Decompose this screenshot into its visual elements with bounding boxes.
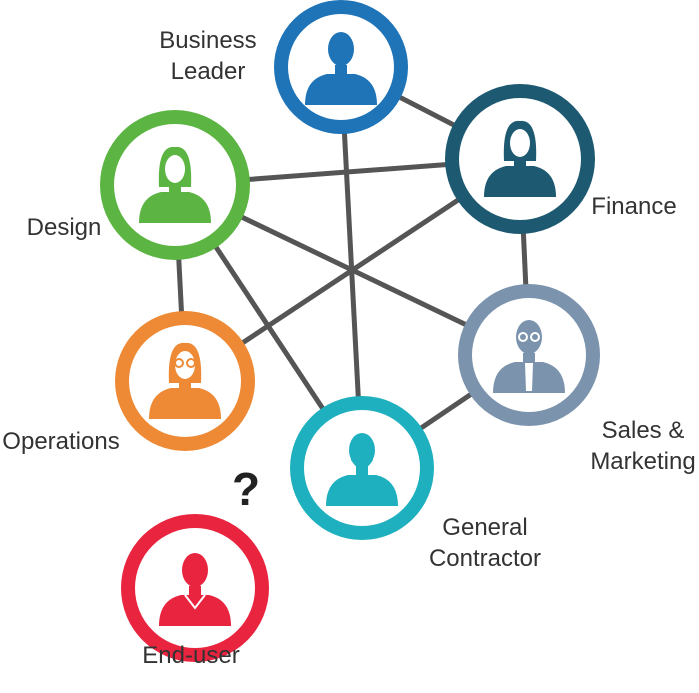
- node-general-contractor: [290, 396, 434, 540]
- label-line: End-user: [142, 642, 239, 669]
- label-end-user: End-user: [142, 642, 239, 669]
- node-sales-marketing: [458, 284, 600, 426]
- man-tie-glasses-icon: [493, 320, 565, 393]
- node-business-leader: [274, 0, 408, 134]
- woman-icon: [484, 120, 556, 197]
- label-finance: Finance: [591, 193, 676, 220]
- man-beard-icon: [326, 433, 398, 506]
- woman-dress-icon: [139, 146, 211, 223]
- label-line: Leader: [171, 58, 246, 85]
- label-line: General: [442, 514, 527, 541]
- label-operations: Operations: [2, 428, 119, 455]
- node-finance: [445, 84, 595, 234]
- node-design: [100, 110, 250, 260]
- man-collar-icon: [159, 553, 231, 626]
- node-operations: [115, 311, 255, 451]
- label-design: Design: [27, 214, 102, 241]
- stakeholder-nodes: [100, 0, 600, 662]
- label-line: Business: [159, 27, 256, 54]
- label-sales-marketing: Sales & Marketing: [590, 417, 695, 475]
- question-mark: ?: [232, 463, 260, 515]
- man-icon: [305, 32, 377, 105]
- label-line: Sales &: [602, 417, 685, 444]
- node-end-user: [121, 514, 269, 662]
- label-line: Finance: [591, 193, 676, 220]
- label-line: Design: [27, 214, 102, 241]
- label-line: Contractor: [429, 545, 541, 572]
- label-line: Marketing: [590, 448, 695, 475]
- woman-glasses-icon: [149, 342, 221, 419]
- label-line: Operations: [2, 428, 119, 455]
